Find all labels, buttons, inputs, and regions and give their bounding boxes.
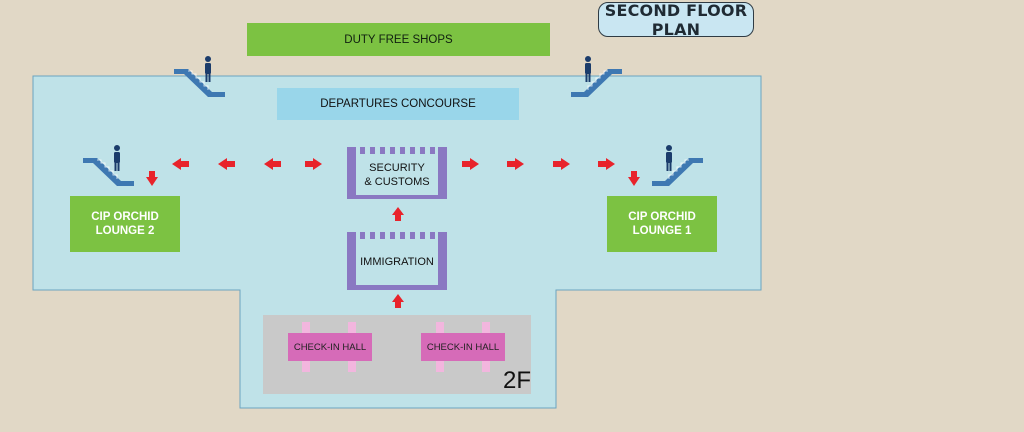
duty-free-shops[interactable]: DUTY FREE SHOPS	[247, 23, 550, 56]
security-gate-icon	[347, 147, 447, 199]
cip-orchid-lounge-2[interactable]: CIP ORCHID LOUNGE 2	[70, 196, 180, 252]
escalator-icon	[83, 158, 134, 186]
checkin-hall-right[interactable]: CHECK-IN HALL	[426, 341, 500, 353]
arrow-icon	[392, 207, 404, 221]
person-icon	[666, 145, 672, 171]
cip-orchid-lounge-1[interactable]: CIP ORCHID LOUNGE 1	[607, 196, 717, 252]
checkin-counter-right	[421, 322, 505, 372]
escalator-icon	[174, 69, 225, 97]
arrow-icon	[392, 294, 404, 308]
departures-concourse[interactable]: DEPARTURES CONCOURSE	[277, 88, 519, 120]
floor-code: 2F	[502, 367, 531, 394]
map-title: SECOND FLOOR PLAN	[598, 1, 754, 39]
arrow-icon	[598, 158, 615, 170]
floor-area	[32, 75, 762, 409]
arrow-icon	[264, 158, 281, 170]
escalator-icon	[652, 158, 703, 186]
arrow-icon	[172, 158, 189, 170]
arrow-icon	[146, 171, 158, 186]
immigration-label[interactable]: IMMIGRATION	[360, 256, 434, 268]
person-icon	[205, 56, 211, 82]
checkin-hall-left[interactable]: CHECK-IN HALL	[293, 341, 367, 353]
person-icon	[585, 56, 591, 82]
checkin-counter-left	[288, 322, 372, 372]
security-customs-label[interactable]: SECURITY & CUSTOMS	[364, 162, 430, 188]
arrow-icon	[553, 158, 570, 170]
arrow-icon	[305, 158, 322, 170]
arrow-icon	[218, 158, 235, 170]
immigration-gate-icon	[347, 232, 447, 290]
arrow-icon	[628, 171, 640, 186]
escalator-icon	[571, 69, 622, 97]
arrow-icon	[462, 158, 479, 170]
arrow-icon	[507, 158, 524, 170]
person-icon	[114, 145, 120, 171]
